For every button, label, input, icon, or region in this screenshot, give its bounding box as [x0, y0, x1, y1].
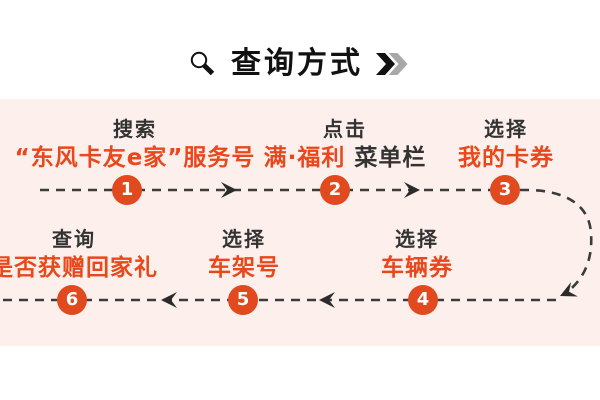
magnifier-icon	[190, 51, 215, 76]
arrow-step2-step3	[404, 182, 420, 198]
step-5-number-badge: 5	[228, 285, 258, 315]
arrow-step1-step2	[221, 182, 237, 198]
step-4-action: 选择	[395, 227, 439, 251]
step-5: 选择 车架号	[154, 229, 334, 280]
step-6-action: 查询	[52, 227, 96, 251]
step-1-target: “东风卡友e家”服务号	[14, 145, 256, 171]
step-6-target: 是否获赠回家礼	[0, 255, 158, 281]
step-5-action: 选择	[222, 227, 266, 251]
step-2-action: 点击	[323, 117, 367, 141]
page-title: 查询方式	[231, 46, 363, 81]
step-2-number-badge: 2	[320, 175, 350, 205]
step-3-target: 我的卡券	[458, 145, 554, 171]
step-2: 点击 满·福利 菜单栏	[245, 119, 445, 170]
title-bar: 查询方式	[0, 42, 600, 86]
arrow-curve-into-row2	[560, 281, 578, 297]
step-4-number-badge: 4	[408, 285, 438, 315]
step-3-number-badge: 3	[490, 175, 520, 205]
step-1: 搜索 “东风卡友e家”服务号	[5, 119, 265, 170]
double-chevron-icon	[376, 53, 408, 75]
step-3: 选择 我的卡券	[416, 119, 596, 170]
step-4-target: 车辆券	[381, 255, 453, 281]
step-1-number-badge: 1	[112, 175, 142, 205]
arrow-step5-step6	[161, 292, 177, 308]
flow-band	[0, 99, 600, 346]
arrow-step4-step5	[319, 292, 335, 308]
step-6-number-badge: 6	[57, 285, 87, 315]
step-1-action: 搜索	[113, 117, 157, 141]
step-3-action: 选择	[484, 117, 528, 141]
step-2-target: 满·福利 菜单栏	[263, 145, 427, 171]
step-5-target: 车架号	[208, 255, 280, 281]
step-4: 选择 车辆券	[327, 229, 507, 280]
step-6: 查询 是否获赠回家礼	[0, 229, 164, 280]
